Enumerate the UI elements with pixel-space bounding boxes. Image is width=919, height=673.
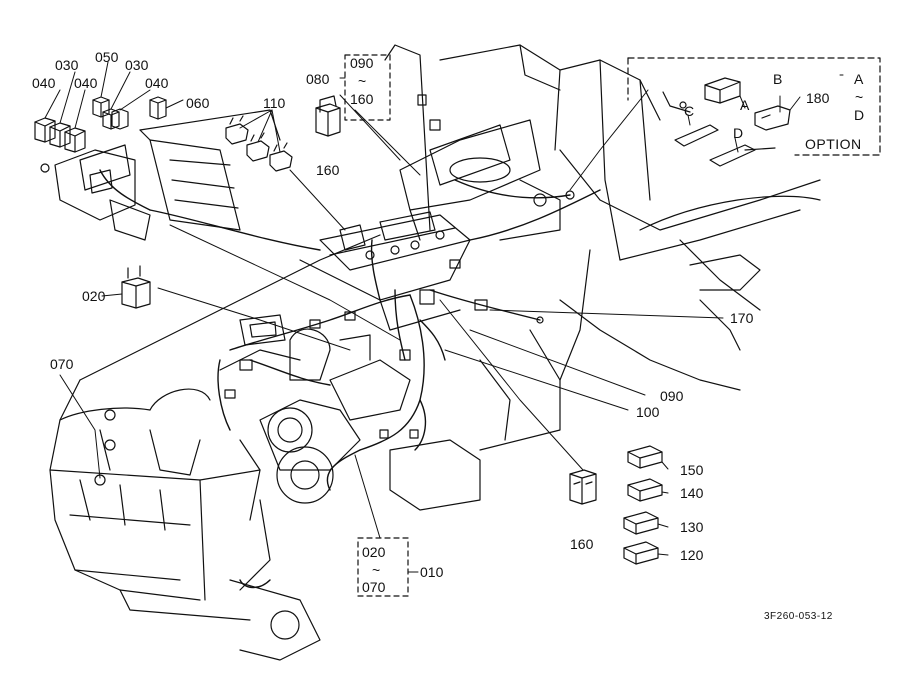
steering-column xyxy=(399,119,561,241)
relay-030-040-group xyxy=(34,96,167,153)
part-label-170: 170 xyxy=(730,310,754,326)
part-label-030-b: 030 xyxy=(125,57,149,73)
hood xyxy=(49,234,381,621)
part-label-150: 150 xyxy=(680,462,704,478)
part-label-040-b: 040 xyxy=(74,75,98,91)
range-tilde-3: ~ xyxy=(372,562,381,578)
part-label-130: 130 xyxy=(680,519,704,535)
range-tilde-2: ~ xyxy=(855,89,864,105)
part-label-010: 010 xyxy=(420,564,444,580)
cab-frame xyxy=(384,44,821,451)
bracket-090-160 xyxy=(344,54,391,121)
part-label-180: 180 xyxy=(806,90,830,106)
radiator-grille xyxy=(139,109,281,231)
part-label-070-b: 070 xyxy=(362,579,386,595)
relay-bracket xyxy=(40,144,151,241)
part-label-160-c: 160 xyxy=(570,536,594,552)
connector-label-b: B xyxy=(773,71,783,87)
connector-label-a: A xyxy=(740,97,750,113)
part-label-040-a: 040 xyxy=(32,75,56,91)
range-tilde-1: ~ xyxy=(358,73,367,89)
part-label-120: 120 xyxy=(680,547,704,563)
dashboard xyxy=(299,211,471,331)
part-label-110: 110 xyxy=(263,95,286,111)
relay-160-bottom xyxy=(569,469,597,505)
wire-harness xyxy=(99,169,601,589)
part-label-160-b: 160 xyxy=(316,162,340,178)
option-label: OPTION xyxy=(805,136,862,152)
option-dashed-box xyxy=(627,57,881,156)
fuse-set xyxy=(623,445,663,565)
fuse-holder-110 xyxy=(225,115,293,172)
part-label-070-a: 070 xyxy=(50,356,74,372)
option-range-start: A xyxy=(854,71,864,87)
option-range-end: D xyxy=(854,107,865,123)
part-label-140: 140 xyxy=(680,485,704,501)
option-connectors xyxy=(662,77,791,167)
connector-label-c: C xyxy=(684,103,695,119)
bracket-020-070 xyxy=(357,537,409,597)
part-label-090-a: 090 xyxy=(350,55,374,71)
part-label-030-a: 030 xyxy=(55,57,79,73)
drawing-number: 3F260-053-12 xyxy=(764,611,833,622)
leader-lines xyxy=(44,61,844,573)
relay-160-top xyxy=(315,95,341,137)
fender xyxy=(639,195,821,351)
connector-label-d: D xyxy=(733,125,744,141)
engine-block xyxy=(219,328,481,661)
part-label-080: 080 xyxy=(306,71,330,87)
part-label-090-b: 090 xyxy=(660,388,684,404)
battery xyxy=(239,314,286,346)
part-label-020-a: 020 xyxy=(82,288,106,304)
harness-connectors xyxy=(94,94,575,486)
part-label-040-c: 040 xyxy=(145,75,169,91)
part-label-020-b: 020 xyxy=(362,544,386,560)
relay-020 xyxy=(121,265,151,309)
part-label-050: 050 xyxy=(95,49,119,65)
part-label-100: 100 xyxy=(636,404,660,420)
part-label-060: 060 xyxy=(186,95,210,111)
part-label-160-a: 160 xyxy=(350,91,374,107)
